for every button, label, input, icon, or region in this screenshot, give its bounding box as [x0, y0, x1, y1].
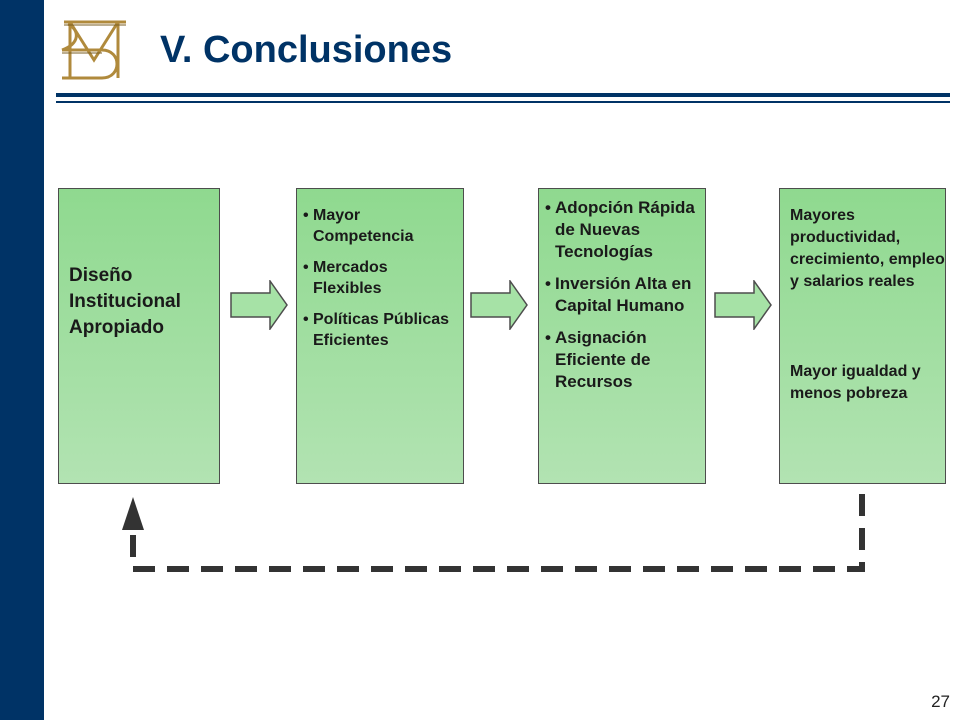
label-line: Diseño [69, 265, 133, 286]
list-item: •Asignación Eficiente de Recursos [545, 328, 651, 391]
list-item: •Inversión Alta en Capital Humano [545, 274, 692, 315]
list-item: •Mercados Flexibles [303, 259, 388, 297]
effects-list: •Adopción Rápida de Nuevas Tecnologías •… [543, 197, 701, 403]
title-underline-thick [56, 93, 950, 97]
bullet-text: Asignación Eficiente de Recursos [555, 328, 651, 391]
right-arrow-icon [230, 280, 288, 330]
slide-title: V. Conclusiones [160, 29, 453, 71]
policies-box: •Mayor Competencia •Mercados Flexibles •… [296, 188, 464, 484]
outcomes-box: Mayores productividad, crecimiento, empl… [779, 188, 946, 484]
label-line: Institucional [69, 291, 181, 312]
page-number: 27 [931, 692, 950, 711]
institutional-design-box: Diseño Institucional Apropiado [58, 188, 220, 484]
bullet-text: Inversión Alta en Capital Humano [555, 274, 692, 315]
label-line: Apropiado [69, 317, 164, 338]
effects-box: •Adopción Rápida de Nuevas Tecnologías •… [538, 188, 706, 484]
side-bar [0, 0, 44, 720]
title-underline-thin [56, 101, 950, 103]
institutional-design-label: Diseño Institucional Apropiado [69, 263, 181, 341]
bullet-text: Políticas Públicas Eficientes [313, 311, 450, 349]
bullet-text: Mercados Flexibles [313, 259, 388, 297]
list-item: •Políticas Públicas Eficientes [303, 311, 450, 349]
outcome-equality: Mayor igualdad y menos pobreza [790, 363, 921, 402]
right-arrow-icon [470, 280, 528, 330]
bm-monogram-icon [61, 20, 126, 80]
right-arrow-icon [714, 280, 772, 330]
bullet-text: Mayor Competencia [313, 207, 414, 245]
list-item: •Adopción Rápida de Nuevas Tecnologías [545, 198, 695, 261]
policies-list: •Mayor Competencia •Mercados Flexibles •… [301, 205, 459, 361]
list-item: •Mayor Competencia [303, 207, 414, 245]
bullet-text: Adopción Rápida de Nuevas Tecnologías [555, 198, 695, 261]
outcome-productivity: Mayores productividad, crecimiento, empl… [790, 207, 945, 290]
